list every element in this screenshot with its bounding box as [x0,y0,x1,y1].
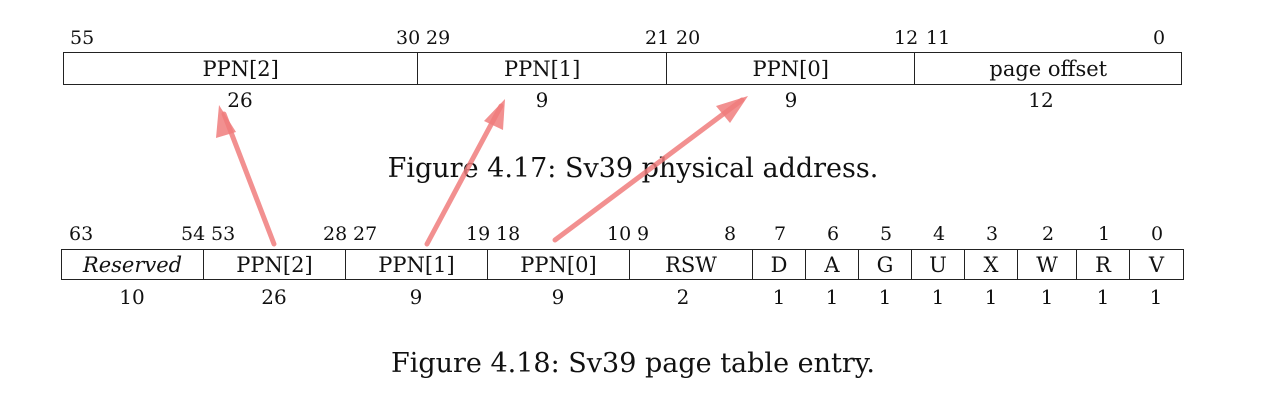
pte-bit-5: 5 [880,223,893,245]
pte-bit-63: 63 [69,223,94,245]
pa-bit-29: 29 [426,27,451,49]
pte-width-d: 1 [772,285,786,309]
arrowhead-ppn0 [716,96,748,123]
pte-field-r: R [1077,250,1130,279]
caption-physical-address: Figure 4.17: Sv39 physical address. [387,153,879,184]
pte-bit-4: 4 [933,223,946,245]
pte-bit-10: 10 [607,223,632,245]
pa-bit-12: 12 [894,27,919,49]
pa-width-ppn2: 26 [227,88,253,112]
pte-field-ppn0: PPN[0] [488,250,630,279]
pte-field-rsw: RSW [630,250,753,279]
pte-width-w: 1 [1040,285,1054,309]
pte-field-reserved: Reserved [62,250,204,279]
pte-bit-0: 0 [1151,223,1164,245]
pte-width-ppn0: 9 [551,285,565,309]
pte-bit-18: 18 [496,223,521,245]
pte-field-a: A [806,250,859,279]
pte-width-rsw: 2 [676,285,690,309]
caption-page-table-entry: Figure 4.18: Sv39 page table entry. [390,348,876,379]
pte-bit-27: 27 [353,223,378,245]
pte-bit-19: 19 [466,223,491,245]
pte-bit-1: 1 [1098,223,1111,245]
pa-field-page-offset: page offset [989,56,1108,81]
pte-width-a: 1 [825,285,839,309]
pa-width-ppn0: 9 [784,88,798,112]
pte-field-w: W [1018,250,1077,279]
pa-bit-11: 11 [926,27,951,49]
physical-address-register: PPN[2] PPN[1] PPN[0] page offset [63,52,1182,85]
pte-field-ppn2: PPN[2] [204,250,346,279]
pte-bit-54: 54 [181,223,206,245]
pa-width-page-offset: 12 [1028,88,1054,112]
pte-bit-3: 3 [986,223,999,245]
pte-bit-6: 6 [827,223,840,245]
pa-field-ppn0: PPN[0] [667,53,916,84]
pte-width-ppn2: 26 [261,285,287,309]
pte-bit-7: 7 [774,223,787,245]
pte-field-d: D [753,250,806,279]
pte-width-v: 1 [1149,285,1163,309]
pte-width-u: 1 [931,285,945,309]
pa-bit-55: 55 [70,27,95,49]
pte-bit-53: 53 [211,223,236,245]
pte-bit-8: 8 [724,223,737,245]
pte-field-v: V [1148,252,1165,277]
pte-width-r: 1 [1096,285,1110,309]
pte-bit-2: 2 [1042,223,1055,245]
pa-bit-30: 30 [396,27,421,49]
pte-field-ppn1: PPN[1] [346,250,488,279]
pa-bit-21: 21 [645,27,670,49]
pte-field-u: U [912,250,965,279]
pte-width-ppn1: 9 [409,285,423,309]
pte-bit-28: 28 [323,223,348,245]
pte-width-x: 1 [984,285,998,309]
pte-width-reserved: 10 [119,285,145,309]
pa-bit-0: 0 [1153,27,1166,49]
pa-field-ppn2: PPN[2] [64,53,419,84]
pte-bit-9: 9 [637,223,650,245]
pa-field-ppn1: PPN[1] [418,53,667,84]
pa-width-ppn1: 9 [535,88,549,112]
pte-field-g: G [859,250,912,279]
page-table-entry-register: Reserved PPN[2] PPN[1] PPN[0] RSW D A G … [61,249,1184,280]
pa-bit-20: 20 [676,27,701,49]
pte-field-x: X [965,250,1018,279]
pte-width-g: 1 [878,285,892,309]
